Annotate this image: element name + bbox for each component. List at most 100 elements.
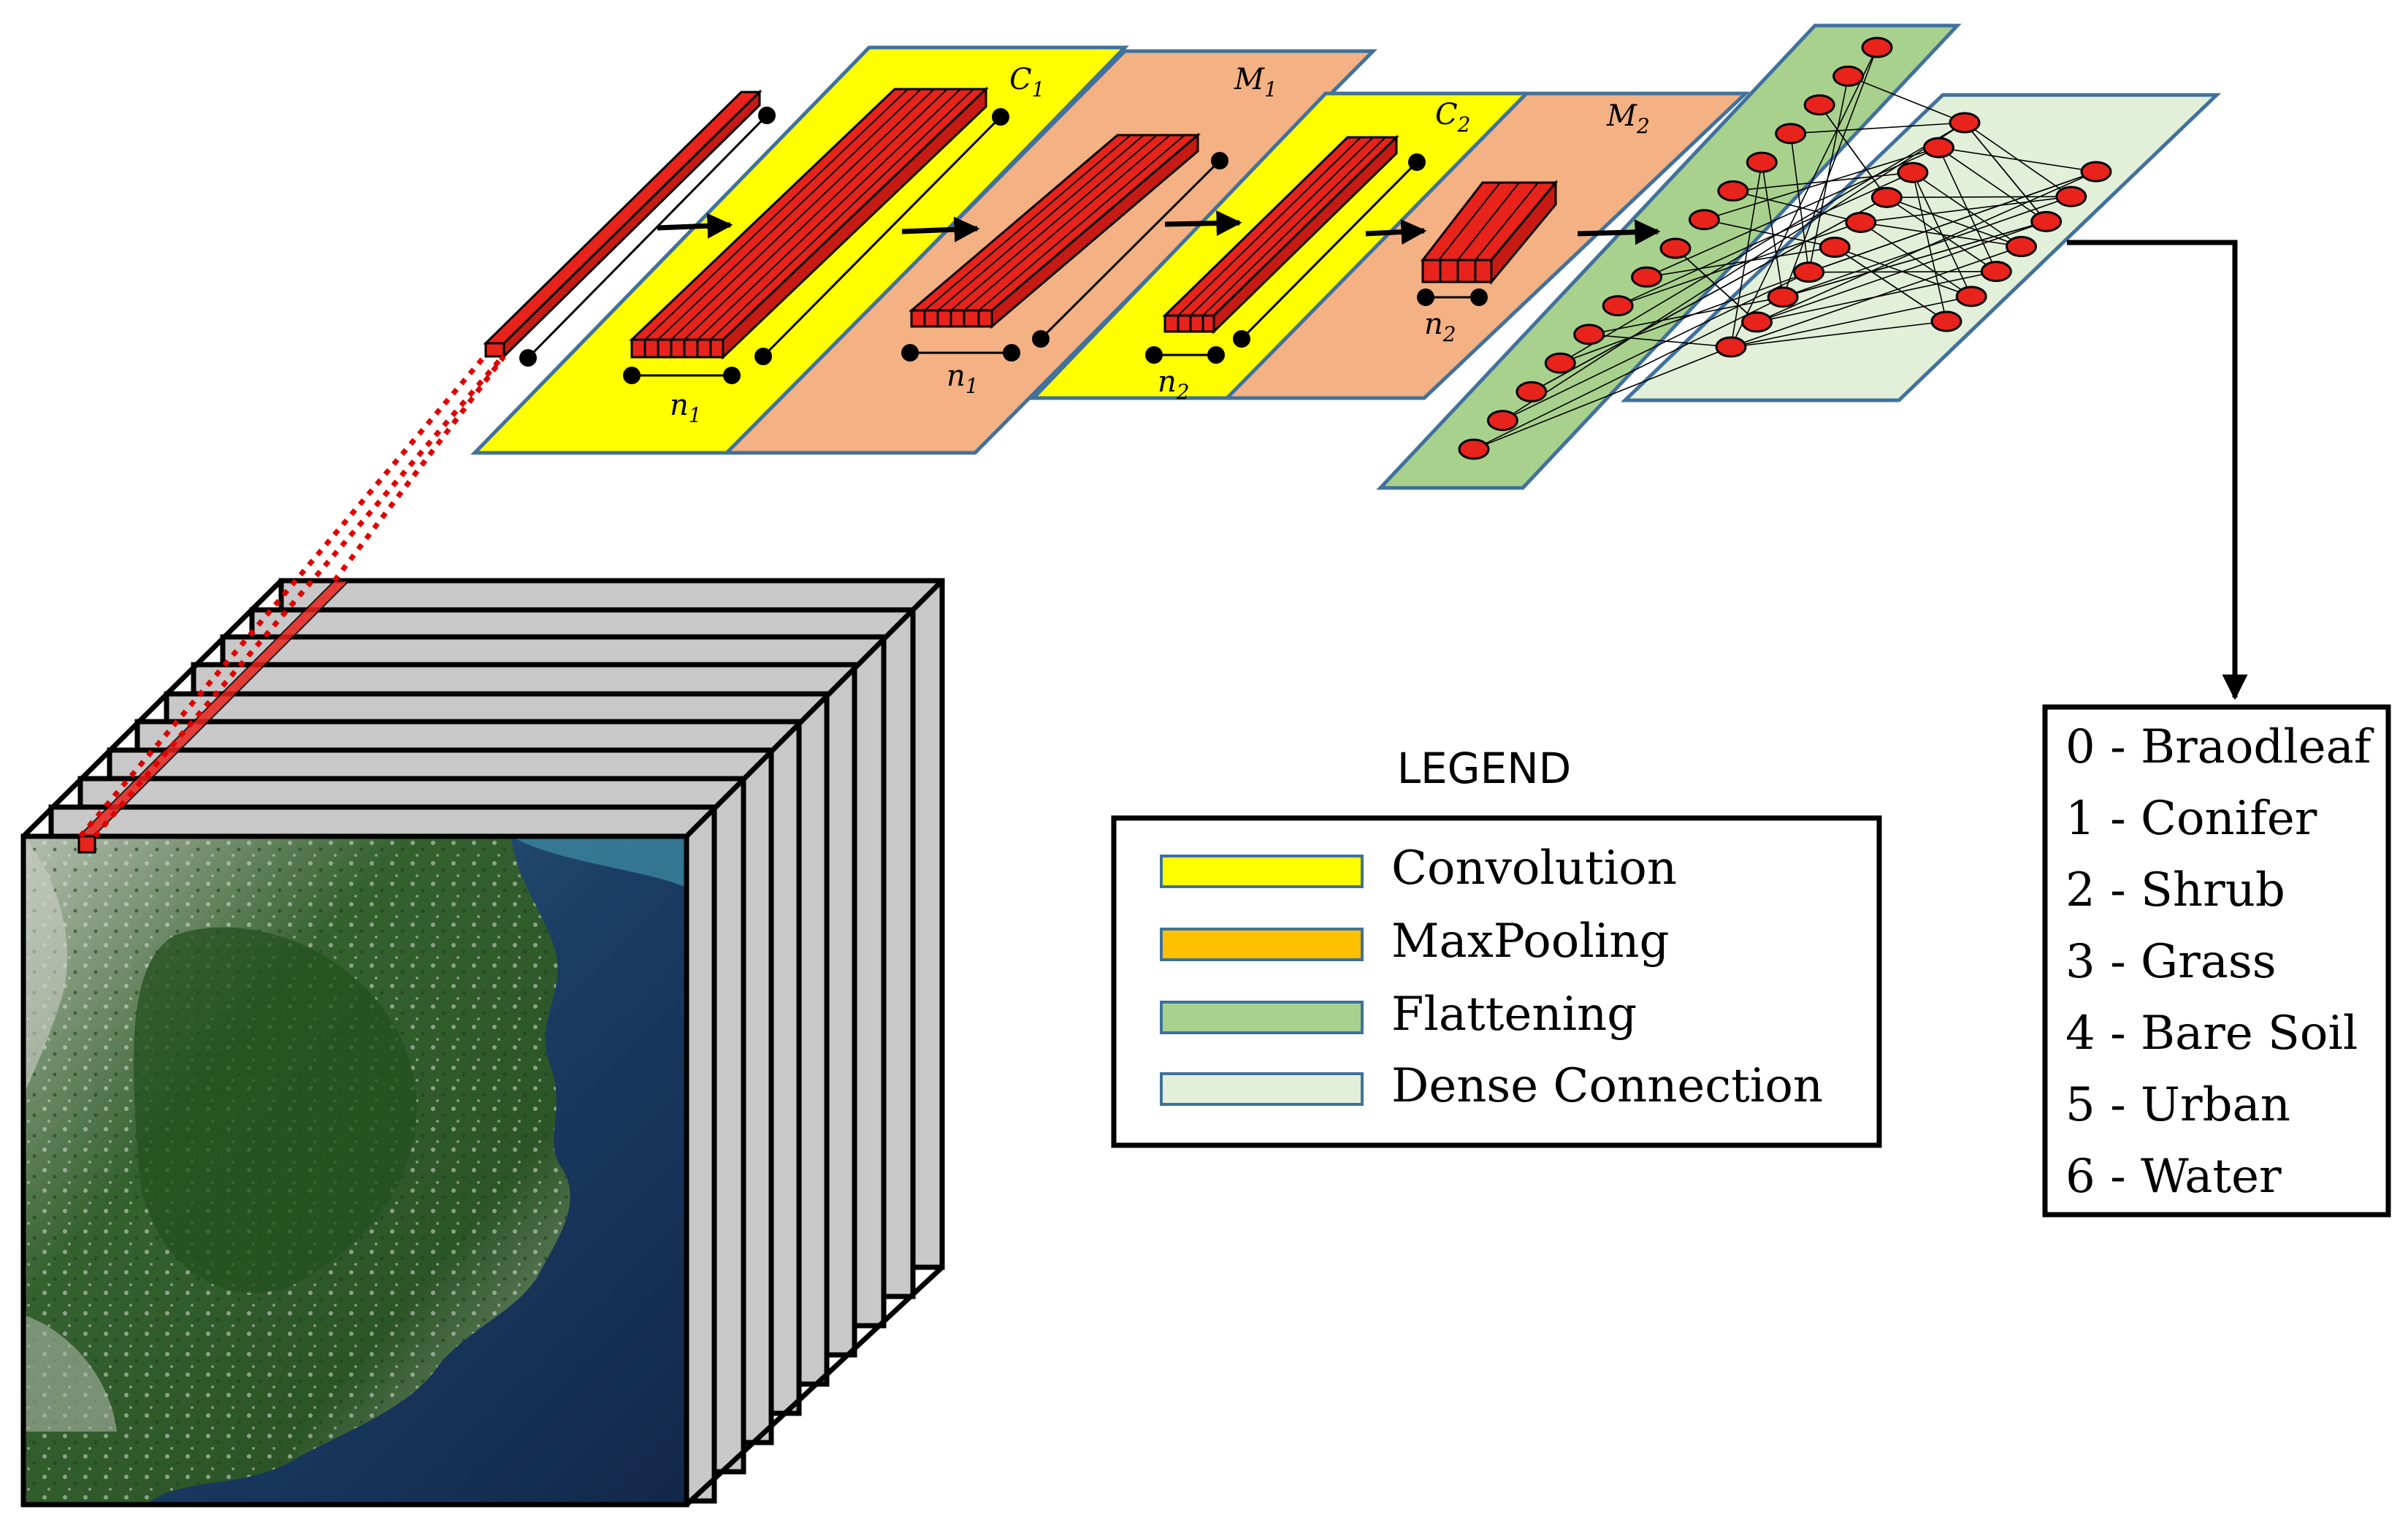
- output-node: [1930, 310, 1962, 332]
- output-node: [2030, 210, 2063, 232]
- dense-node: [1845, 211, 1877, 233]
- dense-node: [1715, 336, 1747, 358]
- connection-edge: [1559, 122, 1965, 364]
- class-label-6: 6 - Water: [2065, 1150, 2282, 1204]
- connection-edge: [1704, 147, 1939, 221]
- legend-label: Flattening: [1391, 988, 1637, 1042]
- flattened-node: [1717, 180, 1749, 202]
- connection-edge: [1964, 122, 2072, 197]
- legend-label: Dense Connection: [1391, 1059, 1823, 1113]
- dense-node: [1741, 311, 1773, 333]
- class-label-0: 0 - Braodleaf: [2065, 720, 2374, 774]
- connection-edge: [1964, 122, 2047, 222]
- connection-edge: [1790, 122, 1965, 134]
- connection-edge: [1473, 346, 1732, 450]
- flattened-node: [1573, 324, 1605, 345]
- connection-edge: [1732, 172, 1913, 192]
- flattened-node: [1803, 94, 1835, 116]
- connection-edge: [1834, 246, 1947, 322]
- label-c1: C1: [1009, 63, 1044, 102]
- connection-edge: [1617, 172, 1914, 307]
- class-label-5: 5 - Urban: [2065, 1078, 2290, 1132]
- connection-edge: [1502, 271, 1810, 421]
- label-n1-pool: n1: [947, 359, 979, 398]
- connection-edge: [1730, 47, 1878, 348]
- dense-connections: [1473, 47, 2097, 450]
- legend-swatch: [1160, 928, 1364, 961]
- label-m1: M1: [1234, 63, 1277, 102]
- dense-node: [1767, 286, 1799, 308]
- feature-block-c2: [1145, 134, 1426, 364]
- connection-edge: [1808, 76, 1849, 272]
- flattened-node: [1775, 123, 1807, 145]
- output-nodes: [1930, 161, 2112, 332]
- label-n2-conv: n2: [1158, 365, 1190, 404]
- output-arrow: [2067, 240, 2248, 700]
- legend-swatch: [1160, 1072, 1364, 1106]
- label-n2-pool: n2: [1424, 307, 1456, 346]
- connection-edge: [1782, 196, 2072, 298]
- dense-node: [1819, 237, 1851, 259]
- legend: LEGEND Convolution MaxPooling Flattening…: [1111, 744, 1882, 1148]
- label-c2: C2: [1435, 98, 1470, 137]
- connection-edge: [1761, 162, 1784, 297]
- flattened-node: [1861, 37, 1893, 58]
- connection-edge: [1675, 248, 1758, 323]
- connection-edge: [1860, 221, 1972, 297]
- connection-edge: [1646, 147, 1939, 278]
- connection-edge: [1704, 218, 1835, 248]
- flattened-node: [1515, 381, 1548, 402]
- connection-edge: [1531, 196, 1887, 393]
- connection-edge: [1912, 172, 1947, 322]
- output-node: [2055, 186, 2087, 207]
- connection-edge: [1887, 196, 2022, 248]
- flattened-nodes: [1458, 37, 1893, 460]
- flattened-node: [1688, 209, 1720, 231]
- flattened-node: [1832, 65, 1865, 87]
- dense-node: [1949, 112, 1981, 134]
- legend-item-maxpooling: MaxPooling: [1160, 914, 1669, 969]
- connection-edge: [1473, 297, 1784, 450]
- flattened-node: [1631, 266, 1663, 288]
- projection-lines: [78, 353, 506, 839]
- hyperspectral-cube: [20, 578, 945, 1508]
- legend-label: MaxPooling: [1391, 914, 1669, 969]
- dense-node: [1793, 261, 1825, 283]
- output-node: [2080, 161, 2112, 183]
- output-node: [1955, 286, 1987, 307]
- output-node: [2006, 236, 2037, 257]
- input-spectral-bar: [483, 89, 776, 367]
- connection-edge: [1938, 147, 2047, 222]
- connection-edge: [1938, 147, 1998, 272]
- class-label-3: 3 - Grass: [2065, 935, 2277, 989]
- connection-edge: [1560, 271, 1809, 364]
- dense-nodes: [1715, 112, 1981, 358]
- connection-edge: [1589, 296, 1784, 335]
- dense-node: [1870, 186, 1903, 208]
- label-m2: M2: [1606, 99, 1650, 138]
- flattened-node: [1659, 237, 1692, 259]
- class-label-4: 4 - Bare Soil: [2065, 1006, 2358, 1061]
- flattened-node: [1486, 410, 1518, 432]
- legend-label: Convolution: [1391, 841, 1677, 895]
- panel-dense: [1620, 93, 2222, 402]
- class-label-2: 2 - Shrub: [2065, 863, 2285, 917]
- label-n1-conv: n1: [670, 389, 702, 427]
- legend-item-convolution: Convolution: [1160, 841, 1677, 895]
- flow-arrows: [657, 210, 1661, 245]
- connection-edge: [1834, 246, 1972, 297]
- legend-title: LEGEND: [1397, 744, 1572, 793]
- legend-item-dense-connection: Dense Connection: [1160, 1059, 1823, 1113]
- flattened-node: [1458, 438, 1490, 460]
- flattened-node: [1746, 151, 1778, 173]
- satellite-image: [20, 833, 689, 1508]
- connection-edge: [1757, 270, 1997, 323]
- dense-node: [1897, 161, 1929, 183]
- connection-edge: [1617, 221, 1862, 307]
- connection-edge: [1887, 196, 2071, 199]
- connection-edge: [1732, 190, 1861, 224]
- connection-edge: [1789, 133, 1810, 272]
- dense-node: [1922, 137, 1954, 158]
- connection-edge: [1730, 162, 1763, 348]
